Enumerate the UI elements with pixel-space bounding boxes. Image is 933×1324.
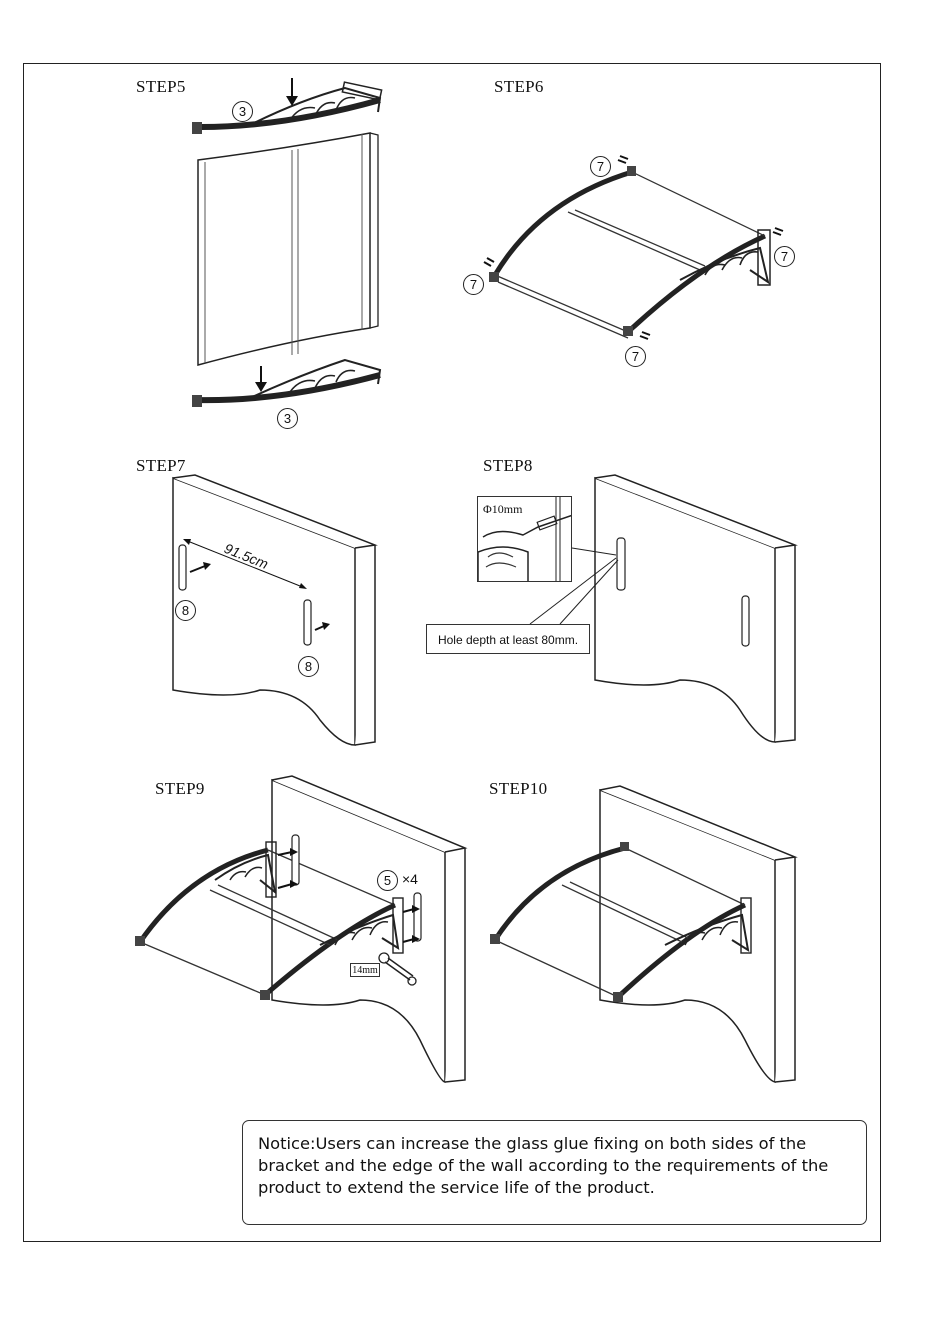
notice-box: Notice:Users can increase the glass glue… [242, 1120, 867, 1225]
